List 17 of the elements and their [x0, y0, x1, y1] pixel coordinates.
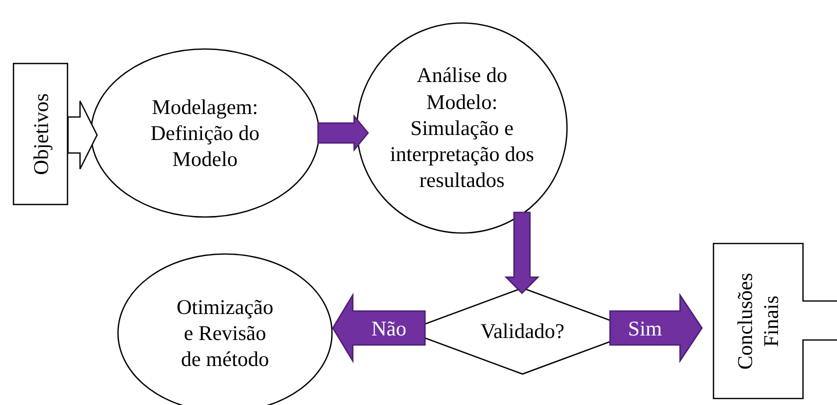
node-text: Otimização e Revisão de método: [176, 294, 274, 372]
edge-label: Não: [371, 318, 406, 340]
node-text: Validado?: [480, 318, 566, 344]
node-text: Análise do Modelo: Simulação e interpretação dos resultados: [388, 62, 536, 194]
callout-box: [713, 243, 837, 399]
process-ellipse: [356, 22, 568, 234]
node-text: Modelagem: Definição do Modelo: [149, 94, 261, 172]
edge-label: Sim: [628, 318, 662, 340]
block-arrow: [317, 114, 369, 152]
block-arrow: [332, 292, 426, 364]
block-arrow: [504, 212, 540, 294]
callout-box: [13, 63, 68, 205]
process-ellipse: [90, 48, 320, 218]
block-arrow: [609, 292, 703, 364]
node-text: Objetivos: [27, 92, 54, 177]
block-arrow: [67, 100, 98, 170]
node-text: Conclusões Finais: [732, 272, 784, 372]
